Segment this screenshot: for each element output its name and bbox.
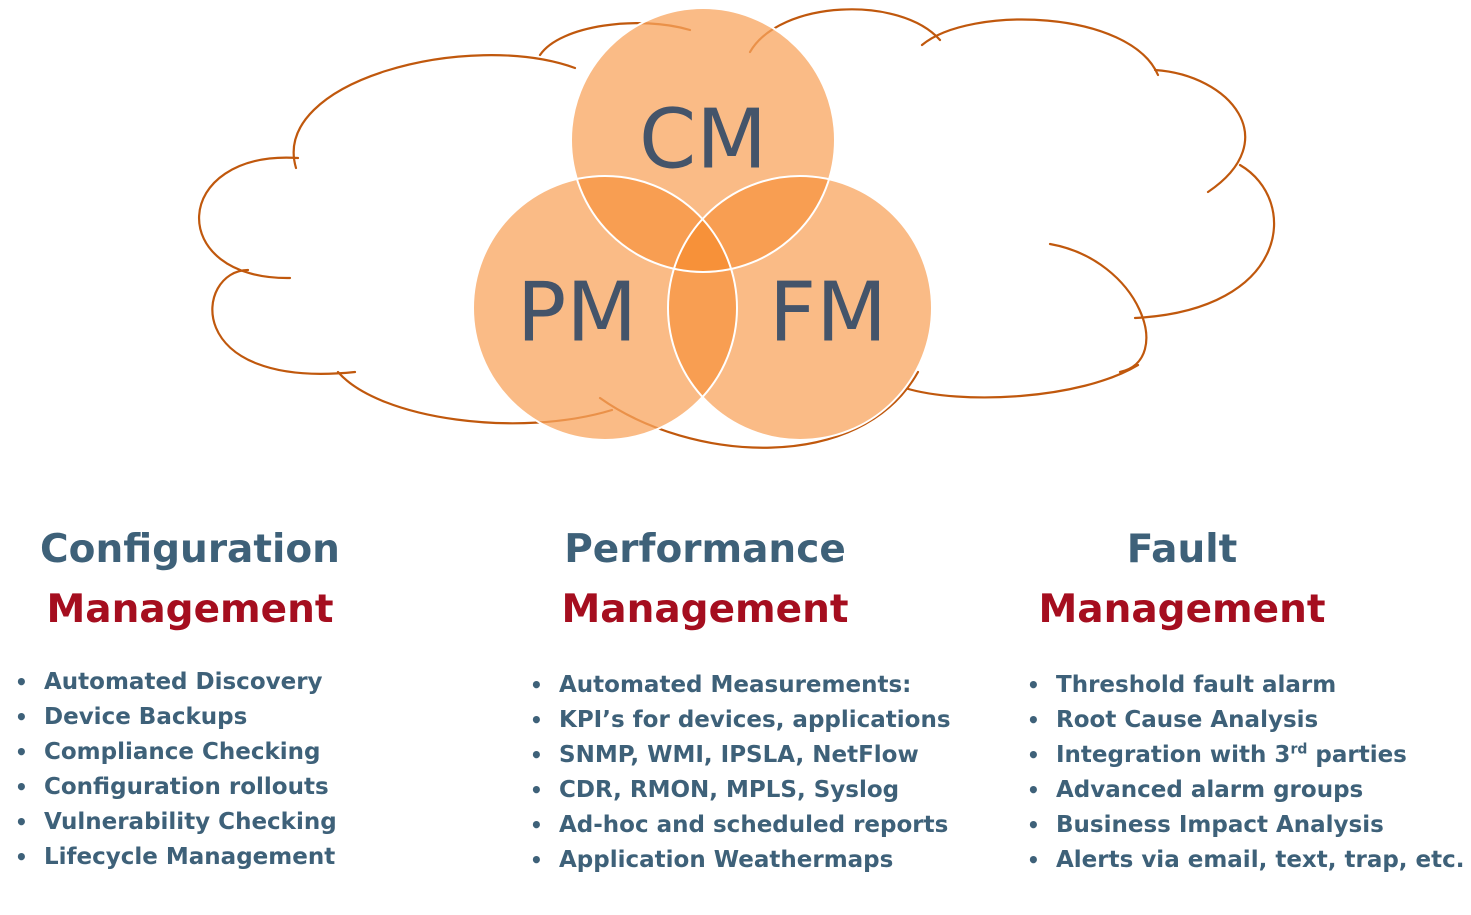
- list-item: Configuration rollouts: [10, 770, 337, 805]
- venn-circles: CM PM FM: [472, 7, 933, 441]
- overlap-cm-pm: [571, 176, 737, 272]
- list-item: Vulnerability Checking: [10, 805, 337, 840]
- list-item: SNMP, WMI, IPSLA, NetFlow: [525, 738, 951, 773]
- list-item-integration: Integration with 3rd parties: [1022, 738, 1465, 773]
- configuration-management-column: Configuration Management Automated Disco…: [10, 520, 370, 900]
- list-item: Threshold fault alarm: [1022, 668, 1465, 703]
- list-item: KPI’s for devices, applications: [525, 703, 951, 738]
- cloud-arc-right-inner: [1048, 242, 1148, 374]
- circle-fm: [668, 176, 932, 440]
- list-item: Compliance Checking: [10, 735, 337, 770]
- performance-management-column: Performance Management Automated Measure…: [525, 520, 955, 900]
- list-item: Root Cause Analysis: [1022, 703, 1465, 738]
- circle-fm-label: FM: [769, 266, 887, 361]
- configuration-heading-line2: Management: [46, 587, 334, 632]
- circle-fm-edge: [667, 175, 933, 441]
- fault-heading-line2: Management: [1038, 587, 1326, 632]
- list-item: CDR, RMON, MPLS, Syslog: [525, 773, 951, 808]
- performance-heading-line1: Performance: [564, 527, 846, 572]
- list-item: Alerts via email, text, trap, etc.: [1022, 843, 1465, 878]
- integration-text: Integration with 3: [1056, 742, 1291, 768]
- circle-cm-edge: [570, 7, 836, 273]
- cloud-arc-top-right: [920, 18, 1160, 77]
- performance-heading: Performance Management: [525, 520, 885, 640]
- list-item: Automated Measurements:: [525, 668, 951, 703]
- circle-pm-edge: [472, 175, 738, 441]
- integration-suffix: parties: [1307, 742, 1407, 768]
- cloud-arc-left-lower: [211, 268, 357, 375]
- cloud-arc-right-upper: [1153, 68, 1247, 194]
- cloud-arc-left-top: [292, 54, 577, 170]
- list-item: Lifecycle Management: [10, 840, 337, 875]
- performance-heading-line2: Management: [561, 587, 849, 632]
- configuration-bullet-list: Automated Discovery Device Backups Compl…: [10, 665, 337, 875]
- cloud-arc-right: [1133, 163, 1276, 320]
- circle-pm-label: PM: [517, 266, 637, 361]
- overlap-cm-fm: [668, 176, 835, 272]
- circle-cm-label: CM: [639, 93, 767, 188]
- fault-heading: Fault Management: [1022, 520, 1342, 640]
- integration-superscript: rd: [1290, 741, 1308, 758]
- configuration-heading-line1: Configuration: [40, 527, 340, 572]
- configuration-heading: Configuration Management: [10, 520, 370, 640]
- cloud-arc-bottom-right: [903, 363, 1140, 399]
- circle-pm: [473, 176, 737, 440]
- cloud-venn-diagram: CM PM FM: [198, 7, 1276, 449]
- list-item: Advanced alarm groups: [1022, 773, 1465, 808]
- fault-heading-line1: Fault: [1126, 527, 1238, 572]
- list-item: Application Weathermaps: [525, 843, 951, 878]
- fault-management-column: Fault Management Threshold fault alarm R…: [1022, 520, 1465, 900]
- list-item: Automated Discovery: [10, 665, 337, 700]
- list-item: Device Backups: [10, 700, 337, 735]
- performance-bullet-list: Automated Measurements: KPI’s for device…: [525, 668, 951, 878]
- list-item: Ad-hoc and scheduled reports: [525, 808, 951, 843]
- fault-bullet-list: Threshold fault alarm Root Cause Analysi…: [1022, 668, 1465, 878]
- list-item: Business Impact Analysis: [1022, 808, 1465, 843]
- cloud-arc-left: [198, 156, 300, 280]
